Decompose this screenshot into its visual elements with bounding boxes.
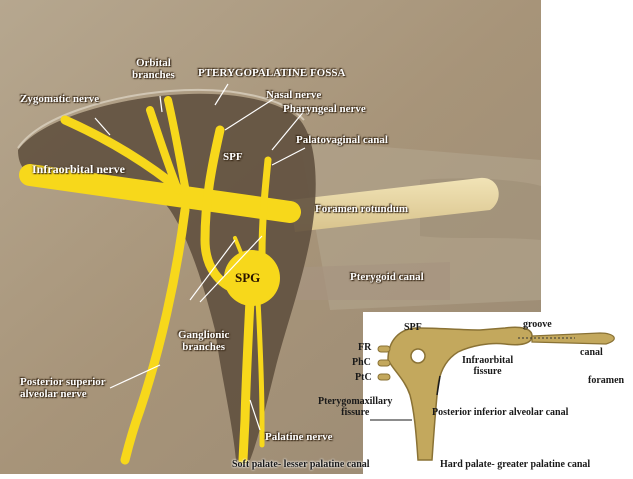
inset-phc-label: PhC — [352, 358, 371, 369]
psa-line2: alveolar nerve — [20, 388, 87, 400]
posterior-superior-alveolar-label: Posterior superior alveolar nerve — [20, 377, 106, 400]
inset-infraorbital-fissure-label: Infraorbital fissure — [462, 356, 513, 377]
inset-infraorbital-line1: Infraorbital — [462, 355, 513, 366]
soft-palate-label: Soft palate- lesser palatine canal — [232, 460, 370, 471]
inset-pterygomaxillary-label: Pterygomaxillary fissure — [318, 397, 392, 418]
psa-line1: Posterior superior — [20, 376, 106, 388]
spg-label: SPG — [235, 271, 260, 285]
inset-pm-line1: Pterygomaxillary — [318, 396, 392, 407]
pterygopalatine-fossa-label: PTERYGOPALATINE FOSSA — [198, 68, 345, 80]
inset-groove-label: groove — [523, 320, 552, 331]
hard-palate-label: Hard palate- greater palatine canal — [440, 460, 590, 471]
nasal-nerve-label: Nasal nerve — [266, 90, 321, 102]
zygomatic-nerve-label: Zygomatic nerve — [20, 94, 99, 106]
inset-infraorbital-line2: fissure — [473, 366, 501, 377]
palatine-nerve-label: Palatine nerve — [265, 432, 333, 444]
ganglionic-branches-label: Ganglionic branches — [178, 330, 229, 353]
inset-fr-prong — [378, 346, 390, 352]
inset-fr-label: FR — [358, 343, 371, 354]
infraorbital-nerve-label: Infraorbital nerve — [32, 163, 125, 176]
pharyngeal-nerve-label: Pharyngeal nerve — [283, 104, 366, 116]
orbital-branches-label: Orbital branches — [132, 58, 175, 81]
ganglionic-branches-line1: Ganglionic — [178, 329, 229, 341]
inset-foramen-label: foramen — [588, 376, 624, 387]
orbital-branches-line2: branches — [132, 69, 175, 81]
inset-phc-prong — [378, 360, 390, 366]
ganglionic-branches-line2: branches — [182, 341, 225, 353]
pterygoid-canal-label: Pterygoid canal — [350, 272, 424, 284]
inset-canal-label: canal — [580, 348, 603, 359]
palatovaginal-canal-label: Palatovaginal canal — [296, 135, 388, 147]
orbital-branches-line1: Orbital — [136, 57, 171, 69]
inset-pm-line2: fissure — [341, 407, 369, 418]
inset-ptc-prong — [378, 374, 390, 380]
inset-spf-label: SPF — [404, 323, 422, 334]
spf-label: SPF — [223, 152, 243, 164]
inset-pia-canal-label: Posterior inferior alveolar canal — [432, 408, 568, 419]
foramen-rotundum-label: Foramen rotundum — [315, 204, 408, 216]
inset-ptc-label: PtC — [355, 373, 372, 384]
inset-spf-foramen — [411, 349, 425, 363]
